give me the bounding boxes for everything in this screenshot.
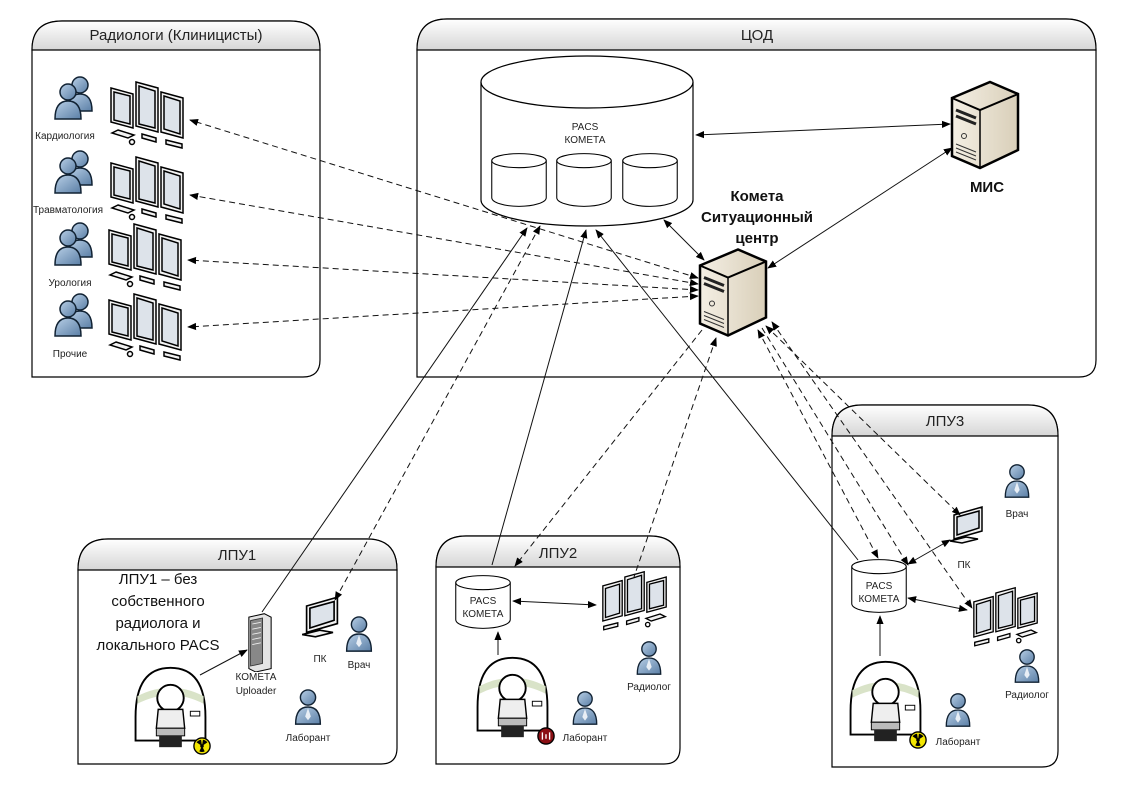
- svg-text:Лаборант: Лаборант: [286, 732, 331, 744]
- svg-text:радиолога и: радиолога и: [115, 615, 200, 632]
- workstation-label: Урология: [49, 278, 92, 289]
- link-lpu2pacs-ws: [512, 597, 597, 609]
- group-title: Радиологи (Клиницисты): [90, 27, 263, 44]
- svg-text:PACS: PACS: [470, 596, 497, 607]
- group-title: ЛПУ1: [218, 547, 257, 564]
- workstation-urology[interactable]: Урология: [49, 222, 182, 291]
- disk-icon: [556, 153, 612, 207]
- link-ct-uploader: [199, 649, 248, 676]
- lpu1-lab: Лаборант: [286, 689, 331, 744]
- svg-text:КОМЕТА: КОМЕТА: [236, 672, 277, 683]
- mis-label: МИС: [970, 179, 1004, 196]
- svg-text:локального PACS: локального PACS: [96, 637, 219, 654]
- link-lpu2pacs-pacs: [491, 229, 588, 566]
- radiation-icon: [193, 737, 211, 755]
- svg-text:ПК: ПК: [957, 560, 970, 571]
- lpu1-pc[interactable]: ПК: [301, 596, 339, 665]
- connections: [187, 118, 973, 676]
- svg-text:Врач: Врач: [348, 660, 371, 671]
- pacs-label: КОМЕТА: [565, 135, 606, 146]
- ct-scanner-icon: [476, 656, 549, 739]
- group-title: ЦОД: [741, 27, 773, 44]
- disk-icon: [622, 153, 678, 207]
- workstation-label: Кардиология: [35, 131, 95, 142]
- link-lpu3pacs-pc: [907, 539, 951, 565]
- situation-center-label: Комета: [730, 188, 784, 205]
- lpu3-doctor: Врач: [1004, 464, 1030, 520]
- server-icon: [950, 80, 1020, 170]
- group-title: ЛПУ3: [926, 413, 965, 430]
- link-lpu3pacs-ws: [907, 596, 968, 612]
- lpu3-radiologist: Радиолог: [1005, 649, 1049, 701]
- workstation-label: Травматология: [33, 205, 103, 216]
- lpu3-lab: Лаборант: [936, 693, 981, 748]
- link-pacs-mis: [695, 120, 951, 139]
- svg-text:Лаборант: Лаборант: [936, 736, 981, 748]
- svg-text:КОМЕТА: КОМЕТА: [463, 609, 504, 620]
- svg-text:Uploader: Uploader: [236, 686, 277, 697]
- lpu1-note: ЛПУ1 – без собственного радиолога и лока…: [96, 571, 219, 654]
- situation-center-label: центр: [735, 230, 778, 247]
- link-sc-cardiology: [189, 118, 699, 280]
- server-tower-icon: [248, 613, 272, 672]
- ct-scanner-icon: [134, 666, 207, 749]
- mis-server[interactable]: МИС: [950, 80, 1020, 196]
- lpu1-doctor: Врач: [345, 616, 373, 671]
- ct-scanner-icon: [849, 660, 922, 743]
- group-title: ЛПУ2: [539, 545, 578, 562]
- disk-icon: [491, 153, 547, 207]
- workstation-cardiology[interactable]: Кардиология: [35, 76, 184, 149]
- server-icon: [698, 247, 768, 338]
- svg-text:PACS: PACS: [866, 581, 893, 592]
- lpu2-radiologist: Радиолог: [627, 641, 671, 693]
- link-sc-lpu3-extra: [761, 327, 909, 566]
- svg-text:Радиолог: Радиолог: [627, 682, 671, 693]
- lpu3-pacs[interactable]: PACS КОМЕТА: [851, 559, 907, 613]
- workstation-other[interactable]: Прочие: [53, 293, 182, 361]
- workstation-traumatology[interactable]: Травматология: [33, 150, 184, 224]
- link-pacs-lpu1-pc: [334, 225, 541, 601]
- link-sc-mis: [767, 147, 953, 269]
- link-sc-lpu2ws: [633, 337, 717, 578]
- lpu2-lab: Лаборант: [563, 691, 608, 744]
- svg-text:Врач: Врач: [1006, 509, 1029, 520]
- warning-icon: [537, 727, 555, 745]
- lpu2-pacs[interactable]: PACS КОМЕТА: [455, 575, 511, 629]
- link-pacs-sc: [663, 219, 705, 261]
- svg-text:Радиолог: Радиолог: [1005, 690, 1049, 701]
- situation-center-label: Ситуационный: [701, 209, 813, 226]
- svg-text:КОМЕТА: КОМЕТА: [859, 594, 900, 605]
- radiation-icon: [909, 731, 927, 749]
- lpu1-uploader[interactable]: КОМЕТА Uploader: [236, 613, 277, 697]
- central-pacs-storage[interactable]: PACS КОМЕТА: [480, 55, 694, 227]
- workstation-label: Прочие: [53, 349, 88, 360]
- pacs-label: PACS: [572, 122, 599, 133]
- svg-text:Лаборант: Лаборант: [563, 732, 608, 744]
- link-sc-lpu2pacs: [514, 329, 703, 567]
- svg-text:ПК: ПК: [313, 654, 326, 665]
- svg-text:собственного: собственного: [111, 593, 204, 610]
- svg-text:ЛПУ1 – без: ЛПУ1 – без: [119, 571, 198, 588]
